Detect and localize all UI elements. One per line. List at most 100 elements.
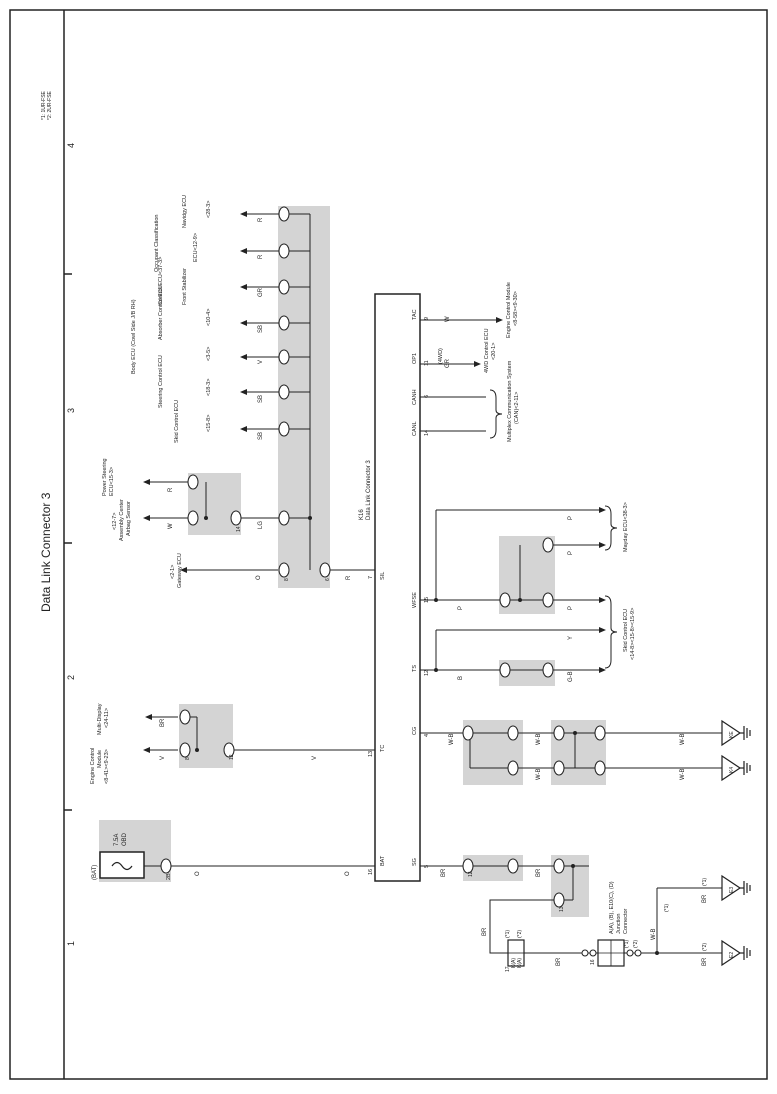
pin-bat-name: BAT xyxy=(380,855,386,866)
wire-wb-2: W-B xyxy=(536,733,542,745)
top-dev-2-b: <3-5> xyxy=(206,347,212,361)
wire-o-3: O xyxy=(256,575,262,580)
connector-shading xyxy=(99,206,606,917)
multi-display-2: <24-11> xyxy=(104,708,110,728)
wire-br-2: BR xyxy=(441,868,447,877)
pin-canl-name: CANL xyxy=(412,421,418,436)
gateway-2: <2-1> xyxy=(170,565,176,579)
wire-r-3: R xyxy=(258,254,264,259)
junction-codes: A(A), (B), E10(C), (D) xyxy=(609,881,615,934)
pin-cg-num: 4 xyxy=(424,734,430,737)
junction-c2: K(A) xyxy=(517,958,523,968)
note-2: *2: 2UR-FSE xyxy=(47,90,53,120)
wire-o-2: O xyxy=(345,871,351,876)
pin-cg-name: CG xyxy=(412,727,418,735)
wire-v-2: V xyxy=(312,756,318,760)
wire-p-2: P xyxy=(568,606,574,610)
top-device-labels: Skid Control ECU <15-8> Steering Control… xyxy=(131,195,212,443)
conn-junction-a: 17 xyxy=(505,966,511,972)
junction-name-2: Connector xyxy=(623,908,629,934)
wire-p-1: P xyxy=(458,606,464,610)
marker-7: (*2) xyxy=(702,943,708,951)
top-dev-4-b: Control ECU<37-3> xyxy=(158,257,164,305)
right-4wd-2: <20-1> xyxy=(491,343,497,360)
gateway-1: Gateway ECU xyxy=(177,553,183,588)
top-dev-6-b: <28-3> xyxy=(206,201,212,218)
ground-e2: E2 xyxy=(729,952,735,958)
top-dev-4-a: Front Stabilizer xyxy=(182,268,188,305)
sheet-frame xyxy=(9,9,768,1080)
wire-br-3: BR xyxy=(536,868,542,877)
junction-connector xyxy=(507,939,642,967)
wire-w-1: W xyxy=(168,523,174,529)
conn-sil-b: 6 xyxy=(325,578,331,581)
pin-ts-name: TS xyxy=(412,665,418,672)
wire-w-2: W xyxy=(445,316,451,322)
conn-airbag: 14 xyxy=(236,526,242,532)
wire-br-1: BR xyxy=(160,718,166,727)
junction-c1: K(A) xyxy=(511,958,517,968)
wire-wb-6: W-B xyxy=(651,928,657,940)
marker-3: (*1) xyxy=(624,940,630,948)
pin-canh-name: CANH xyxy=(412,389,418,405)
conn-junction-b: 16 xyxy=(590,959,596,965)
wire-br-4: BR xyxy=(482,927,488,936)
braces xyxy=(489,389,618,669)
pin-op1-name: OP1 xyxy=(412,353,418,364)
pin-op1-num: 11 xyxy=(424,360,430,366)
dlc3-connector-box xyxy=(374,293,421,882)
ground-k4: K4 xyxy=(729,767,735,773)
wire-wb-1: W-B xyxy=(449,733,455,745)
multiplex-2: (CAN)<2-11> xyxy=(514,392,520,424)
skid-right-2: <14-8><15-8><15-9> xyxy=(630,608,636,660)
wire-wb-3: W-B xyxy=(680,733,686,745)
wire-br-7: BR xyxy=(702,957,708,966)
wire-v-1: V xyxy=(160,756,166,760)
wire-sb-3: SB xyxy=(258,325,264,333)
pin-sil-name: SIL xyxy=(380,572,386,580)
marker-2: (*2) xyxy=(517,930,523,938)
multiplex-1: Multiplex Communication System xyxy=(507,360,513,442)
pin-sg-name: SG xyxy=(412,858,418,866)
fuse-subname: OBD xyxy=(122,832,128,846)
fuse-rating: 7.5A xyxy=(114,834,120,846)
fuse-supply: (BAT) xyxy=(92,865,98,880)
wire-sb-1: SB xyxy=(258,432,264,440)
dlc3-name: Data Link Connector 3 xyxy=(366,460,372,520)
conn-sg-a: 12 xyxy=(468,871,474,877)
note-1: *1: 1UR-FSE xyxy=(41,90,47,120)
wire-br-5: BR xyxy=(556,957,562,966)
connector-pins xyxy=(160,206,606,908)
pin-tc-name: TC xyxy=(380,745,386,752)
fuse-symbol xyxy=(99,851,145,879)
top-dev-3-b: <10-4> xyxy=(206,309,212,326)
wires xyxy=(143,213,722,954)
ground-e3: E3 xyxy=(729,887,735,893)
fuse-pin: 2B xyxy=(166,873,172,880)
marker-1: (*1) xyxy=(505,930,511,938)
ground-symbols xyxy=(721,719,751,967)
airbag-2: Assembly Center xyxy=(119,499,125,541)
pin-wfse-name: WFSE xyxy=(412,592,418,608)
wire-gr-1: GR xyxy=(258,287,264,297)
marker-5: (*1) xyxy=(664,904,670,912)
conn-sg-b: 13 xyxy=(559,906,565,912)
top-dev-0-a: Skid Control ECU xyxy=(174,400,180,443)
pin-tac-name: TAC xyxy=(412,309,418,320)
arrowheads xyxy=(143,211,606,753)
right-device-labels: Engine Control Module <8-58><9-30> 4WD C… xyxy=(438,282,636,660)
top-dev-0-b: <15-8> xyxy=(206,415,212,432)
wire-sb-2: SB xyxy=(258,395,264,403)
marker-4: (*2) xyxy=(633,940,639,948)
pin-bat-num: 16 xyxy=(368,869,374,875)
wire-wb-5: W-B xyxy=(680,768,686,780)
pin-canh-num: 6 xyxy=(424,395,430,398)
top-dev-5-b: ECU<12-9> xyxy=(193,233,199,262)
wire-o-1: O xyxy=(195,871,201,876)
skid-right-1: Skid Control ECU xyxy=(623,609,629,652)
engine-label-1: Engine Control xyxy=(90,748,96,784)
pin-tc-num: 13 xyxy=(368,751,374,757)
pin-sil-num: 7 xyxy=(368,576,374,579)
zone-ticks xyxy=(64,273,72,811)
